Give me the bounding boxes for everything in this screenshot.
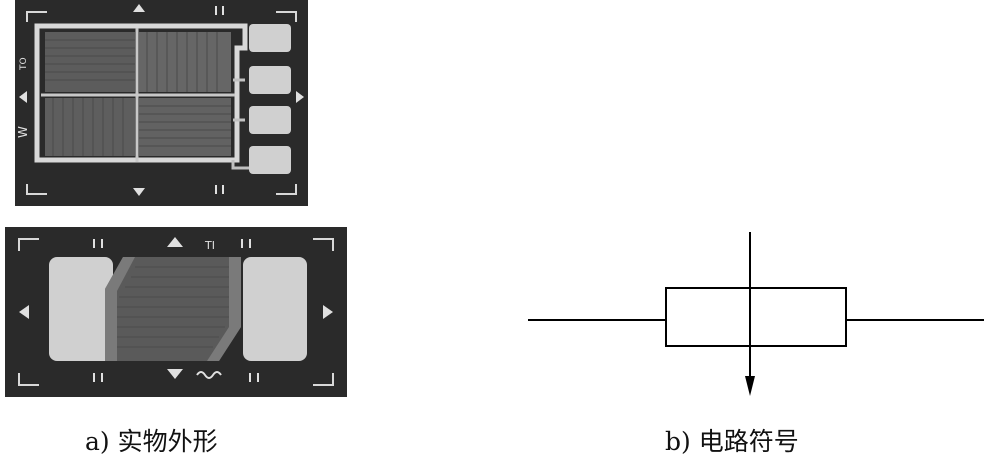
variable-arrow-head <box>745 376 755 396</box>
resistor-body <box>665 287 847 347</box>
caption-a: a) 实物外形 <box>85 427 218 456</box>
solder-pad-left <box>49 257 113 361</box>
sensing-grid <box>105 257 241 361</box>
marking-text-ti: TI <box>204 239 215 252</box>
strain-gauge-circuit-symbol <box>528 232 985 402</box>
strain-gauge-photo-bottom: TI <box>5 227 347 397</box>
solder-pad-right <box>243 257 307 361</box>
corner-brackets-top <box>26 11 297 195</box>
corner-brackets-bottom <box>18 238 334 386</box>
alignment-marks-bottom <box>19 237 333 382</box>
grid-texture <box>45 32 231 156</box>
grid-blocks <box>45 32 231 156</box>
caption-b: b) 电路符号 <box>665 427 799 456</box>
conductor-trace <box>34 23 248 163</box>
solder-pads-top <box>249 24 291 174</box>
alignment-marks-top <box>19 4 304 196</box>
strain-gauge-photo-top: TO W <box>15 0 308 206</box>
marking-text-w: W <box>16 126 30 138</box>
wave-mark <box>196 371 222 379</box>
marking-text-to: TO <box>19 57 29 71</box>
